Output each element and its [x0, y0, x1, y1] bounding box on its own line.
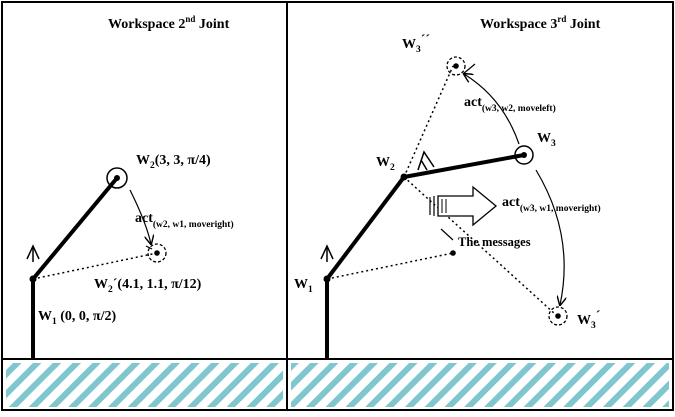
right-messages-tick	[440, 228, 454, 241]
right-panel: Workspace 3rd Joint	[294, 14, 601, 359]
message-flow-arrow	[437, 185, 498, 227]
right-dotted-to-messages	[326, 252, 454, 280]
left-label-w2: W2(3, 3, π/4)	[136, 153, 211, 171]
right-target-w3p-dot	[555, 313, 561, 319]
left-target-dot	[154, 250, 160, 256]
ground-hatch-right	[291, 363, 669, 407]
right-label-w1: W1	[294, 277, 313, 295]
right-act-left-arc	[464, 74, 520, 145]
left-act-arc	[129, 189, 151, 244]
right-dotted-to-w3pp	[403, 65, 454, 178]
left-target-dotted-line	[32, 252, 158, 280]
left-label-act: act(w2, w1, moveright)	[135, 211, 234, 230]
left-target-tick	[145, 245, 153, 250]
right-upper-link	[403, 153, 525, 179]
right-label-messages: The messages	[458, 235, 531, 249]
right-end-effector-circle	[514, 145, 534, 165]
right-end-effector-dot	[521, 152, 527, 158]
right-label-w2: W2	[376, 155, 395, 173]
right-messages-dot	[450, 250, 456, 256]
right-target-w3p-circle	[548, 306, 568, 326]
left-arm-link	[31, 176, 119, 281]
left-label-w1: W1 (0, 0, π/2)	[38, 309, 116, 327]
right-label-act-right: act(w3, w1, moveright)	[502, 195, 601, 214]
right-rotation-arrow-w1	[320, 244, 334, 260]
right-label-w3pp: W3´´	[402, 33, 430, 55]
ground-hatch-left	[6, 363, 283, 407]
left-label-w2p: W2´(4.1, 1.1, π/12)	[94, 277, 202, 295]
right-target-w3pp-tick	[462, 63, 476, 75]
right-label-w3: W3	[537, 131, 556, 149]
right-act-right-arc	[535, 169, 564, 305]
left-end-effector-dot	[114, 175, 120, 181]
left-end-effector-circle	[106, 167, 128, 189]
right-label-act-left: act(w3, w2, moveleft)	[464, 95, 556, 114]
right-target-w3pp-dot	[453, 63, 459, 69]
left-panel: Workspace 2nd Joint W2(3, 3, π/4) act(w2…	[26, 14, 234, 359]
right-label-w3p: W3´	[577, 309, 601, 331]
right-lower-link	[325, 175, 406, 281]
left-rotation-arrow	[26, 244, 40, 260]
right-target-w3pp-circle	[446, 56, 466, 76]
left-panel-title: Workspace 2nd Joint	[108, 14, 230, 32]
right-rotation-arrow-w2-tick	[420, 159, 428, 171]
right-panel-title: Workspace 3rd Joint	[480, 14, 601, 32]
left-target-circle	[147, 243, 167, 263]
right-rotation-arrow-w2	[417, 150, 435, 171]
right-dotted-to-w3p	[403, 176, 556, 315]
